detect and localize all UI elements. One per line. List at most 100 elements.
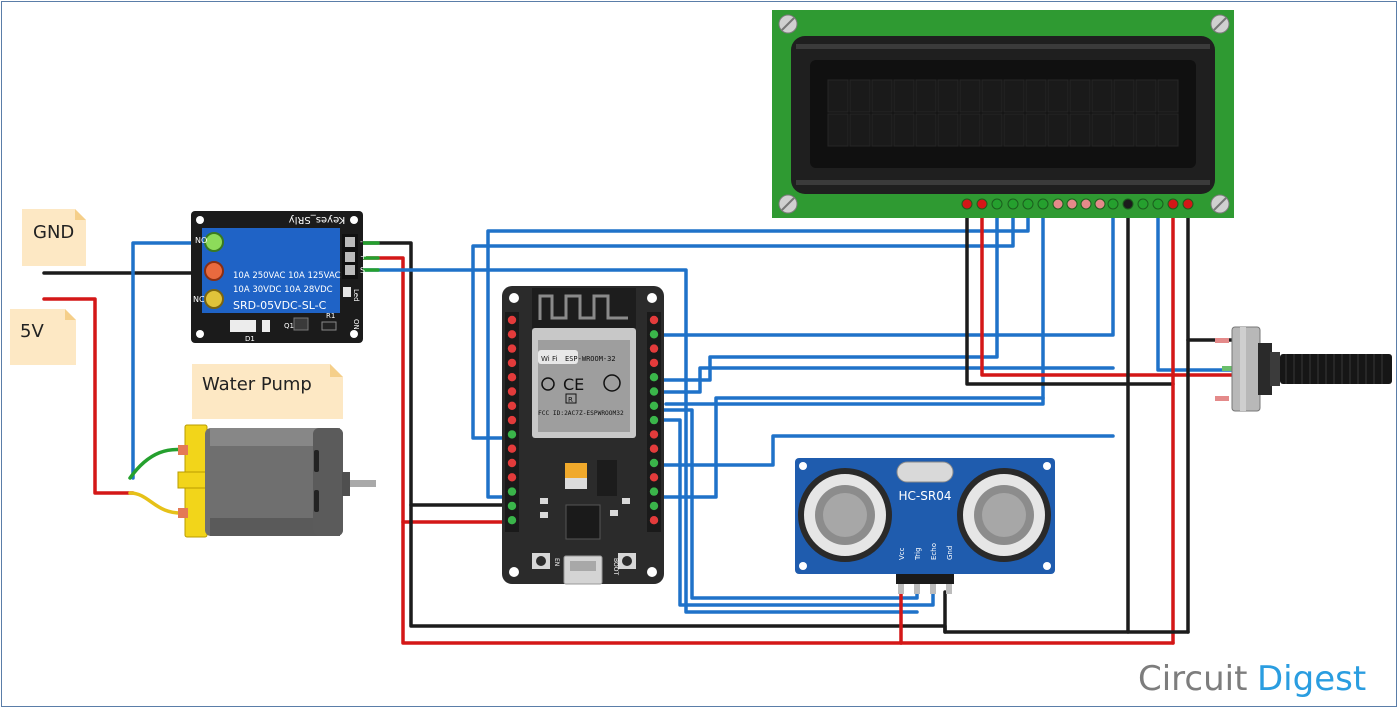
lcd-char-cell: [1135, 79, 1157, 113]
brand-digest: Digest: [1257, 659, 1366, 699]
esp32-pin: [507, 330, 517, 339]
esp32-pin: [507, 387, 517, 396]
wire-5v-to-pump: [42, 297, 135, 495]
esp32-pin: [649, 401, 659, 410]
lcd-char-cell: [1047, 79, 1069, 113]
esp32-pin: [649, 373, 659, 382]
lcd-header-pin: [976, 198, 988, 210]
hc-sr04-pin-vcc: Vcc: [898, 547, 906, 560]
wire-esp-to-lcd-mid: [656, 396, 1045, 499]
wire-pump-yellow: [128, 491, 187, 515]
wire-lcd-d-f: [1156, 203, 1238, 372]
relay-pin-minus: -: [360, 237, 363, 246]
lcd-char-cell: [1157, 113, 1179, 147]
lcd-char-cell: [827, 113, 849, 147]
lcd-header-pin: [1167, 198, 1179, 210]
label-5v: 5V: [10, 309, 76, 365]
relay-d1: D1: [245, 335, 255, 343]
esp32-pin: [649, 358, 659, 368]
lcd-char-cell: [893, 79, 915, 113]
esp32-pin: [649, 516, 659, 525]
lcd-char-cell: [871, 113, 893, 147]
wire-relay-signal: [353, 268, 919, 614]
esp32-board: Wi Fi ESP-WROOM-32 CE R FCC ID:2AC7Z-ESP…: [502, 286, 664, 585]
lcd-char-cell: [1135, 113, 1157, 147]
lcd-char-cell: [1091, 79, 1113, 113]
lcd-char-cell: [1113, 79, 1135, 113]
relay-pin-plus: +: [360, 252, 367, 261]
lcd-char-cell: [981, 113, 1003, 147]
esp32-pin: [507, 358, 517, 368]
esp32-pin: [649, 487, 659, 496]
lcd-char-cell: [959, 79, 981, 113]
label-gnd-text: GND: [33, 222, 74, 243]
lcd-char-cell: [1047, 113, 1069, 147]
relay-pin-no: NO: [195, 236, 207, 245]
wire-lcd-d-e: [656, 203, 1115, 337]
wire-lcd-vss: [965, 203, 1175, 386]
wire-lcd-d-c: [656, 203, 999, 382]
wire-lcd-to-hc-band: [656, 434, 1115, 467]
hc-sr04-pin-trig: Trig: [914, 547, 922, 561]
esp32-pin: [649, 473, 659, 482]
lcd-char-cell: [959, 113, 981, 147]
lcd-char-cell: [1157, 79, 1179, 113]
lcd-char-cell: [937, 79, 959, 113]
wire-lcd-vdd: [980, 203, 1238, 377]
esp32-pin: [649, 458, 659, 468]
esp32-pin: [649, 315, 659, 325]
water-pump-motor: [177, 424, 376, 538]
esp32-pin: [507, 344, 517, 353]
lcd-header-pin: [1080, 198, 1092, 210]
lcd-char-cell: [849, 113, 871, 147]
esp32-pin: [507, 487, 517, 496]
lcd-header-pin: [1007, 198, 1019, 210]
lcd-char-cell: [1091, 113, 1113, 147]
esp32-pin: [507, 444, 517, 453]
relay-pin-s: S: [360, 266, 365, 275]
label-gnd: GND: [22, 209, 86, 266]
lcd-header-pin: [961, 198, 973, 210]
lcd-char-cell: [849, 79, 871, 113]
lcd-char-cell: [1113, 113, 1135, 147]
relay-q1: Q1: [284, 322, 294, 330]
relay-module: Keyes_SRly NO NC 10A 250VAC 10A 125VAC 1…: [191, 211, 367, 343]
circuitdigest-logo: Circuit Digest: [1138, 659, 1366, 699]
wire-relay-gnd: [353, 241, 514, 507]
wire-esp-to-hcsr04-trig: [656, 418, 935, 607]
hc-sr04-pin-echo: Echo: [930, 543, 938, 560]
esp32-pin: [649, 501, 659, 511]
hc-sr04-pin-gnd: Gnd: [946, 546, 954, 560]
esp32-pin: [649, 415, 659, 425]
lcd-header-pin: [1094, 198, 1106, 210]
wire-esp-to-hcsr04-echo: [656, 408, 919, 600]
lcd-char-cell: [1025, 113, 1047, 147]
wire-lcd-d-a: [486, 203, 1030, 499]
esp32-pin: [649, 430, 659, 439]
esp32-pin: [507, 430, 517, 439]
esp32-r-mark: R: [568, 396, 573, 404]
lcd-char-cell: [1069, 79, 1091, 113]
esp32-pin: [507, 373, 517, 382]
wire-esp-to-pot-a: [656, 366, 1115, 394]
wire-relay-no-to-pump: [131, 241, 215, 480]
esp32-pin: [507, 415, 517, 425]
lcd-char-cell: [871, 79, 893, 113]
lcd-header-pin: [1022, 198, 1034, 210]
relay-rating-2: 10A 30VDC 10A 28VDC: [233, 285, 333, 295]
esp32-boot-button-label: BOOT: [612, 558, 619, 575]
esp32-pin: [649, 330, 659, 339]
esp32-fcc-id: FCC ID:2AC7Z-ESPWROOM32: [538, 410, 624, 417]
esp32-pin: [507, 315, 517, 325]
lcd-header-pin: [1182, 198, 1194, 210]
lcd-header-pin: [1107, 198, 1119, 210]
hc-sr04-model: HC-SR04: [899, 489, 952, 503]
esp32-pin: [507, 501, 517, 511]
lcd-header-pin: [1137, 198, 1149, 210]
wire-lcd-d-d: [664, 203, 1045, 406]
lcd-char-cell: [1003, 79, 1025, 113]
esp32-pin: [507, 516, 517, 525]
hc-sr04-sensor: HC-SR04 Vcc Trig Echo Gnd: [795, 458, 1055, 594]
esp32-pin: [507, 473, 517, 482]
